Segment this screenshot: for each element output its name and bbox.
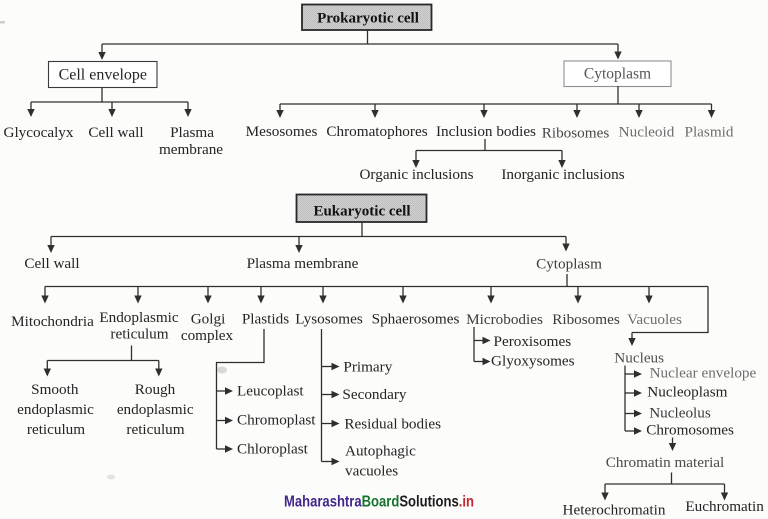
svg-text:Cytoplasm: Cytoplasm	[536, 256, 602, 273]
svg-text:Chromoplast: Chromoplast	[237, 412, 316, 429]
svg-text:Glycocalyx: Glycocalyx	[3, 124, 73, 141]
svg-text:Euchromatin: Euchromatin	[685, 498, 764, 515]
svg-text:MaharashtraBoardSolutions.in: MaharashtraBoardSolutions.in	[284, 494, 474, 511]
svg-text:Primary: Primary	[343, 358, 392, 375]
svg-text:vacuoles: vacuoles	[345, 463, 398, 480]
svg-text:Golgi: Golgi	[191, 311, 226, 328]
svg-text:Secondary: Secondary	[342, 386, 407, 403]
svg-text:Lysosomes: Lysosomes	[295, 311, 363, 328]
svg-text:Nucleoplasm: Nucleoplasm	[647, 384, 727, 401]
svg-text:Smooth: Smooth	[31, 381, 79, 398]
svg-text:Vacuoles: Vacuoles	[627, 311, 682, 328]
svg-text:Plasma: Plasma	[170, 124, 214, 141]
svg-text:Chromatin material: Chromatin material	[606, 454, 725, 471]
svg-text:Residual bodies: Residual bodies	[344, 415, 441, 432]
svg-text:Plastids: Plastids	[242, 311, 289, 328]
svg-text:Ribosomes: Ribosomes	[552, 311, 620, 328]
svg-text:Mitochondria: Mitochondria	[11, 313, 94, 330]
svg-text:Mesosomes: Mesosomes	[246, 123, 318, 140]
svg-text:Sphaerosomes: Sphaerosomes	[372, 311, 460, 328]
svg-text:Inclusion bodies: Inclusion bodies	[436, 123, 536, 140]
svg-text:reticulum: reticulum	[27, 421, 85, 438]
svg-text:Nuclear envelope: Nuclear envelope	[650, 364, 757, 381]
svg-text:Ribosomes: Ribosomes	[542, 125, 610, 142]
svg-text:Autophagic: Autophagic	[345, 442, 416, 459]
svg-text:Leucoplast: Leucoplast	[237, 383, 304, 400]
svg-text:endoplasmic: endoplasmic	[117, 401, 194, 418]
svg-text:Cell wall: Cell wall	[24, 255, 79, 272]
svg-text:Organic inclusions: Organic inclusions	[359, 166, 473, 183]
svg-text:Chloroplast: Chloroplast	[237, 441, 309, 458]
svg-text:Eukaryotic cell: Eukaryotic cell	[313, 204, 410, 220]
svg-text:Endoplasmic: Endoplasmic	[99, 309, 179, 326]
svg-text:Nucleolus: Nucleolus	[649, 404, 711, 421]
svg-text:reticulum: reticulum	[110, 326, 168, 343]
svg-text:complex: complex	[181, 327, 234, 344]
svg-text:Microbodies: Microbodies	[466, 311, 543, 328]
svg-text:Peroxisomes: Peroxisomes	[494, 333, 572, 350]
svg-text:Glyoxysomes: Glyoxysomes	[491, 353, 575, 370]
svg-text:Plasmid: Plasmid	[685, 124, 734, 141]
svg-text:Rough: Rough	[135, 381, 176, 398]
svg-text:Nucleus: Nucleus	[614, 349, 664, 366]
svg-text:Cell envelope: Cell envelope	[59, 67, 147, 84]
svg-text:Inorganic inclusions: Inorganic inclusions	[501, 166, 624, 183]
svg-text:membrane: membrane	[159, 141, 223, 158]
svg-text:Cell wall: Cell wall	[88, 124, 143, 141]
svg-text:Chromosomes: Chromosomes	[646, 421, 734, 438]
svg-text:Prokaryotic cell: Prokaryotic cell	[317, 11, 419, 27]
svg-text:Heterochromatin: Heterochromatin	[563, 502, 666, 519]
svg-text:Chromatophores: Chromatophores	[326, 123, 427, 140]
svg-text:Plasma membrane: Plasma membrane	[247, 255, 359, 272]
svg-text:endoplasmic: endoplasmic	[17, 401, 94, 418]
svg-text:Nucleoid: Nucleoid	[619, 124, 675, 141]
svg-text:Cytoplasm: Cytoplasm	[584, 66, 651, 83]
svg-text:reticulum: reticulum	[126, 421, 184, 438]
